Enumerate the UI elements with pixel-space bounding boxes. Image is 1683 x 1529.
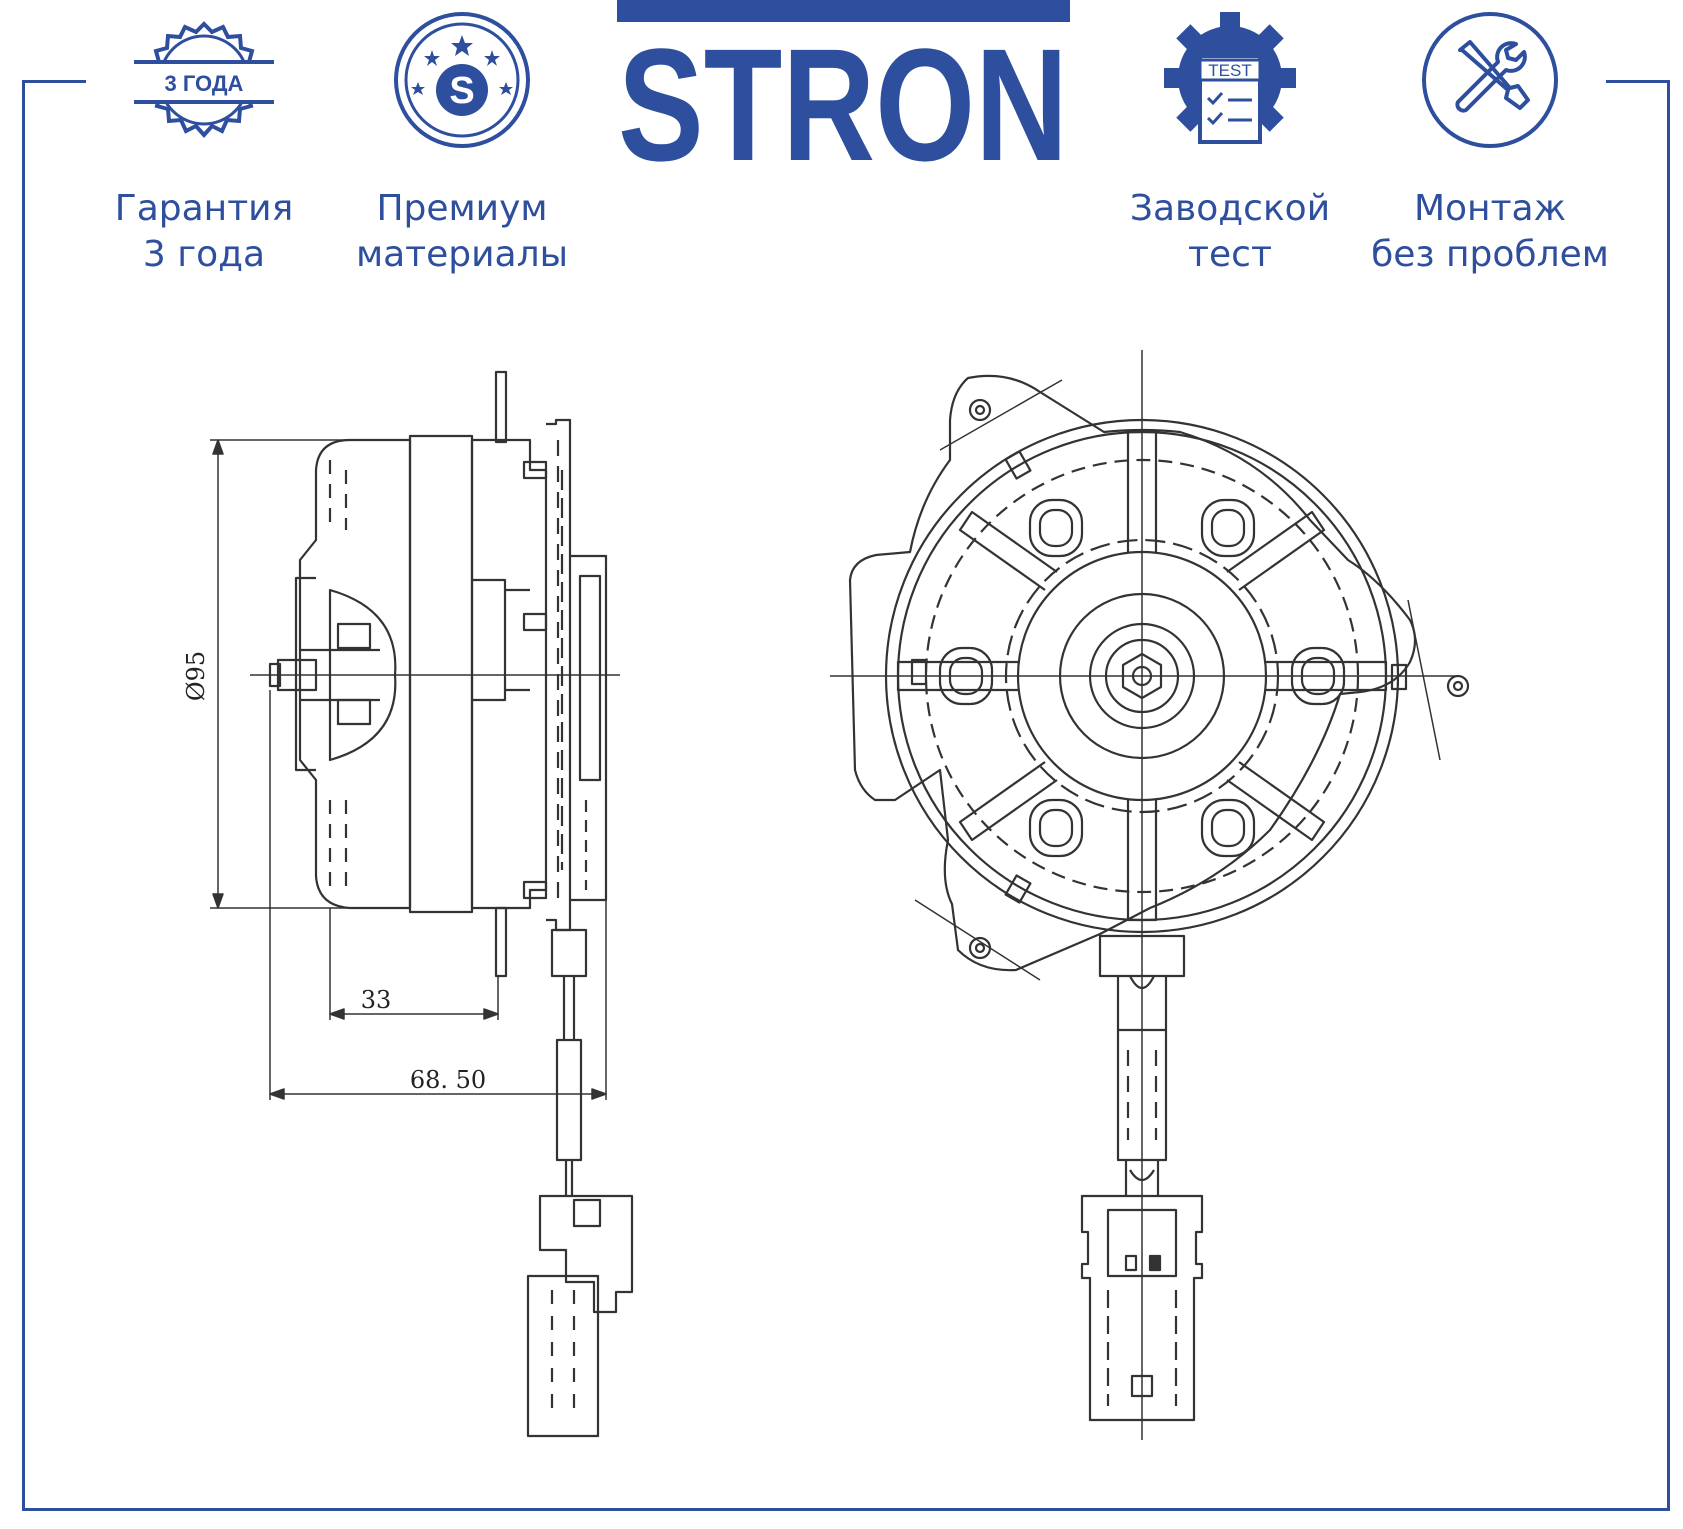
tools-icon	[1420, 10, 1560, 150]
feature-warranty: 3 ГОДА Гарантия 3 года	[104, 10, 304, 278]
frame-top-left	[22, 80, 86, 83]
frame-right	[1667, 80, 1670, 1511]
feature-premium-line2: материалы	[355, 234, 569, 275]
dimension-depth: 33	[361, 986, 392, 1014]
feature-warranty-line1: Гарантия	[114, 188, 294, 229]
brand-logo: STRON	[617, 0, 1070, 162]
dimension-length: 68. 50	[410, 1066, 486, 1094]
premium-s-icon: S	[392, 10, 532, 150]
frame-left	[22, 80, 25, 1511]
warranty-badge-text: 3 ГОДА	[165, 71, 244, 96]
feature-premium: S Премиум материалы	[352, 10, 572, 278]
warranty-badge-icon: 3 ГОДА	[130, 10, 278, 150]
feature-mounting: Монтаж без проблем	[1360, 10, 1620, 278]
brand-logo-bar	[617, 0, 1070, 22]
feature-premium-line1: Премиум	[376, 188, 548, 229]
front-view	[830, 350, 1470, 1440]
test-label: TEST	[1208, 61, 1251, 80]
feature-mounting-line1: Монтаж	[1413, 188, 1567, 229]
feature-mounting-line2: без проблем	[1371, 234, 1609, 275]
dimension-diameter: Ø95	[182, 651, 210, 701]
side-view	[250, 370, 634, 1438]
feature-test-line2: тест	[1188, 234, 1272, 275]
factory-test-gear-icon: TEST	[1160, 10, 1300, 150]
feature-test-line1: Заводской	[1129, 188, 1331, 229]
dimension-lines	[210, 439, 607, 1100]
frame-bottom	[22, 1508, 1670, 1511]
feature-factory-test: TEST Заводской тест	[1120, 10, 1340, 278]
premium-s-letter: S	[449, 70, 474, 112]
brand-name: STRON	[618, 15, 1068, 162]
feature-warranty-line2: 3 года	[142, 234, 266, 275]
frame-top-right	[1606, 80, 1670, 83]
